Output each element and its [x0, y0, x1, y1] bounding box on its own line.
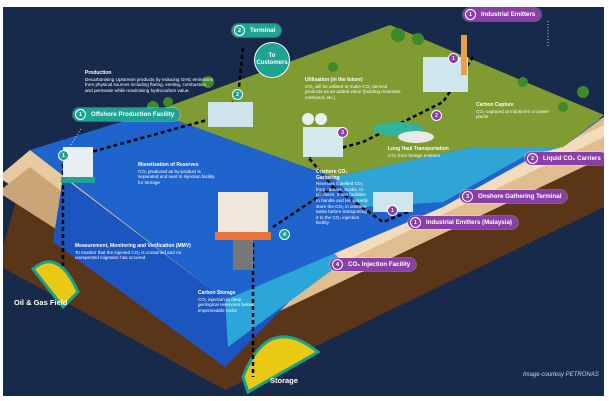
ccs-infographic: 1 Industrial Emitters 2 Terminal To Custom… [3, 7, 604, 396]
pill-number: 4 [332, 259, 343, 270]
oil-gas-reservoir [30, 260, 80, 310]
badge-gathering: 3 [337, 127, 348, 138]
utilisation-note: Utilisation (in the future)CO₂ will be u… [305, 77, 405, 100]
industrial-plant [423, 35, 468, 92]
industrial-emitters-malaysia-pill: 1 Industrial Emitters (Malaysia) [408, 216, 518, 229]
pill-number: 2 [527, 153, 538, 164]
badge-terminal: 2 [232, 89, 243, 100]
terminal-building [208, 102, 253, 127]
badge-offshore: 1 [58, 150, 69, 161]
pill-number: 1 [75, 109, 86, 120]
land-surface [153, 25, 604, 177]
pill-number: 2 [234, 25, 245, 36]
note-body: CO₂ captured at industries or power plan… [476, 108, 550, 120]
badge-malaysia: 1 [387, 205, 398, 216]
pill-label: CO₂ Injection Facility [348, 261, 411, 268]
note-title: Carbon Storage [198, 290, 236, 296]
malaysia-industry [373, 192, 413, 212]
pill-label: Liquid CO₂ Carriers [543, 155, 601, 162]
pill-label: Offshore Production Facility [91, 111, 175, 118]
badge-injection: 4 [279, 229, 290, 240]
note-body: Receives liquefied CO₂ from carriers, tr… [316, 181, 368, 226]
note-body: CO₂ injection to deep geological reservo… [198, 296, 254, 313]
badge-industrial: 1 [448, 53, 459, 64]
oil-gas-field-label: Oil & Gas Field [14, 298, 68, 307]
note-title: Utilisation (in the future) [305, 77, 363, 83]
to-customers-circle: To Customers [255, 43, 289, 77]
offshore-platform-left [61, 147, 95, 183]
note-body: CO₂ produced as by-product is separated … [138, 168, 215, 185]
ship [373, 122, 434, 143]
note-title: Long Haul Transportation [388, 146, 449, 152]
note-title: Measurement, Monitoring and Verification… [75, 243, 191, 249]
pill-label: Industrial Emitters (Malaysia) [426, 219, 512, 226]
injection-platform [215, 192, 271, 270]
storage-reservoir [241, 335, 321, 395]
note-body: CO₂ will be utilised to make CO₂ derived… [305, 83, 402, 100]
onshore-tanks [302, 113, 343, 157]
terminal-pill: 2 Terminal [232, 24, 282, 37]
mmv-note: Measurement, Monitoring and Verification… [75, 243, 205, 261]
pill-label: Industrial Emitters [481, 11, 536, 18]
onshore-gathering-terminal-pill: 3 Onshore Gathering Terminal [460, 190, 568, 203]
note-title: Monetisation of Reserves [138, 162, 199, 168]
note-body: To monitor that the injected CO₂ is cont… [75, 249, 182, 261]
storage-label: Storage [270, 376, 298, 385]
pill-label: Onshore Gathering Terminal [478, 193, 562, 200]
pill-number: 1 [410, 217, 421, 228]
badge-carrier: 2 [431, 110, 442, 121]
note-title: Onshore CO₂ Gathering [316, 169, 348, 181]
liquid-co2-carriers-pill: 2 Liquid CO₂ Carriers [525, 152, 604, 165]
industrial-emitters-pill: 1 Industrial Emitters [463, 8, 542, 21]
note-title: Carbon Capture [476, 102, 514, 108]
pill-label: Terminal [250, 27, 276, 34]
note-title: Production [85, 70, 112, 76]
note-body: Decarbonising Upstream products by reduc… [85, 76, 213, 93]
sea-cross-section-light [225, 252, 343, 347]
image-credit: Image courtesy PETRONAS [523, 372, 599, 378]
pill-number: 3 [462, 191, 473, 202]
note-body: CO₂ from foreign emitters [388, 152, 441, 158]
pill-number: 1 [465, 9, 476, 20]
offshore-production-pill: 1 Offshore Production Facility [73, 108, 181, 121]
co2-injection-facility-pill: 4 CO₂ Injection Facility [330, 258, 417, 271]
